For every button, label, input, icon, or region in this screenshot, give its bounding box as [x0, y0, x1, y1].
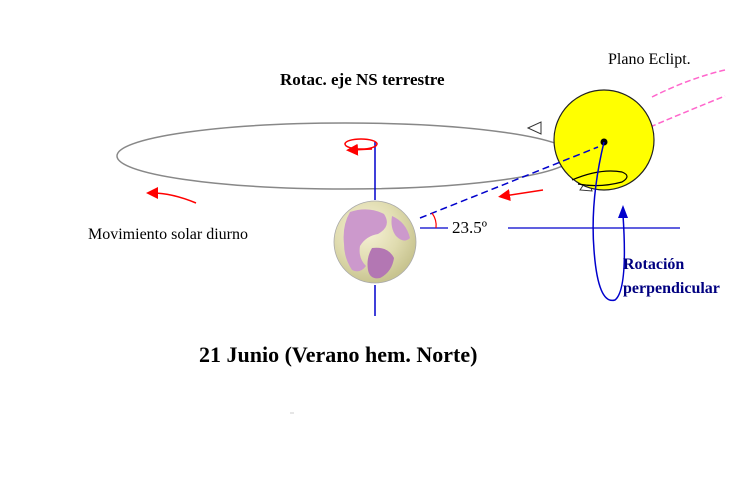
orbit-arrowhead-top [526, 121, 542, 135]
sun-orbit-ellipse [116, 122, 574, 190]
earth-axis-rotation-loop [344, 138, 378, 150]
earth-axis-rotation-arrow [346, 143, 373, 156]
axis-rotation-label: Rotac. eje NS terrestre [280, 70, 445, 89]
ecliptic-plane-label: Plano Eclipt. [608, 51, 691, 68]
earth-sun-dashed-line [419, 146, 599, 219]
date-title: 21 Junio (Verano hem. Norte) [199, 342, 478, 367]
diurnal-motion-arrow-right [498, 189, 544, 202]
diurnal-motion-arrow-left [146, 187, 197, 204]
tilt-angle-label: 23.5º [452, 218, 488, 237]
sun-perpendicular-axis [592, 141, 626, 302]
perpendicular-rotation-label-line2: perpendicular [623, 280, 720, 297]
perpendicular-rotation-label-line1: Rotación [623, 256, 685, 273]
sun-axis-arrowhead [618, 205, 628, 218]
diurnal-motion-label: Movimiento solar diurno [88, 226, 248, 243]
ecliptic-plane-line-1 [651, 69, 726, 98]
ecliptic-plane-line-2 [649, 95, 726, 128]
tilt-angle-arc [431, 212, 437, 229]
earth [333, 200, 417, 284]
